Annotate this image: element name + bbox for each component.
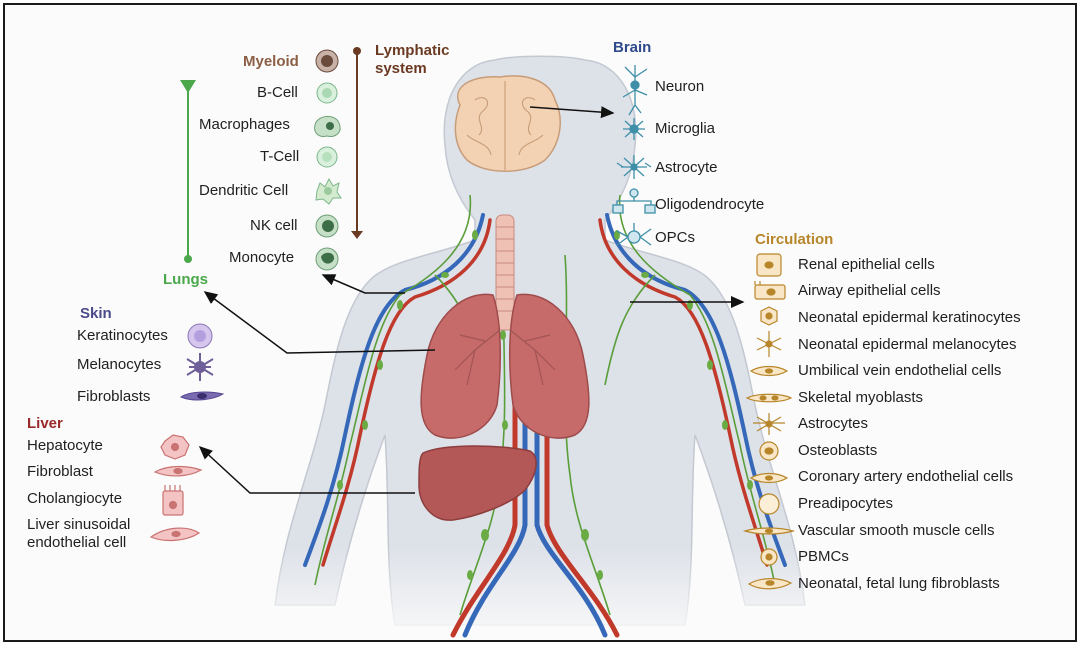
liver-fibroblast-icon bbox=[153, 465, 203, 477]
skin-cell-icons bbox=[179, 323, 225, 401]
lung-fibroblast-icon bbox=[747, 578, 793, 590]
coronary-endothelial-icon bbox=[749, 472, 789, 484]
pbmc-icon bbox=[760, 548, 778, 566]
figure-frame: Myeloid Lymphatic system B-Cell Macropha… bbox=[3, 3, 1077, 642]
renal-epithelial-icon bbox=[756, 253, 782, 277]
circulation-cell-label: Umbilical vein endothelial cells bbox=[798, 362, 1002, 379]
lymph-cell-label: NK cell bbox=[250, 217, 298, 234]
melanocyte-circ-icon bbox=[756, 331, 782, 357]
liver-cell-label: endothelial cell bbox=[27, 534, 127, 551]
vsmc-icon bbox=[742, 527, 796, 535]
melanocyte-icon bbox=[186, 353, 214, 381]
circulation-title: Circulation bbox=[755, 231, 834, 248]
skin-cell-label: Keratinocytes bbox=[77, 327, 168, 344]
airway-epithelial-icon bbox=[754, 281, 786, 300]
preadipocyte-icon bbox=[758, 493, 780, 515]
osteoblast-icon bbox=[759, 441, 779, 461]
circulation-cell-label: Skeletal myoblasts bbox=[798, 389, 924, 406]
circulation-cell-label: Neonatal, fetal lung fibroblasts bbox=[798, 575, 1000, 592]
lungs-organ bbox=[420, 293, 590, 439]
circulation-cell-label: PBMCs bbox=[798, 548, 849, 565]
illustration bbox=[149, 47, 825, 638]
macrophage-cell-icon bbox=[314, 116, 341, 137]
liver-organ bbox=[418, 445, 537, 521]
opcs-icon bbox=[616, 223, 652, 246]
brain-cell-label: Astrocyte bbox=[655, 159, 718, 176]
circulation-cell-label: Coronary artery endothelial cells bbox=[798, 468, 1014, 485]
circulation-cell-label: Osteoblasts bbox=[798, 442, 878, 459]
circulation-cell-label: Astrocytes bbox=[798, 415, 869, 432]
skin-title: Skin bbox=[80, 305, 112, 322]
circulation-cell-label: Neonatal epidermal melanocytes bbox=[798, 336, 1017, 353]
brain-cell-label: Microglia bbox=[655, 120, 716, 137]
lymphatic-bracket bbox=[351, 47, 363, 239]
circulation-cell-label: Renal epithelial cells bbox=[798, 256, 935, 273]
b-cell-icon bbox=[316, 82, 338, 104]
connector-arrows bbox=[198, 106, 745, 494]
circulation-cell-label: Vascular smooth muscle cells bbox=[798, 522, 995, 539]
skin-cell-label: Fibroblasts bbox=[77, 388, 151, 405]
liver-cell-label: Fibroblast bbox=[27, 463, 93, 480]
liver-cell-label: Liver sinusoidal bbox=[27, 516, 131, 533]
cholangiocyte-icon bbox=[162, 485, 184, 516]
lymph-cell-label: Dendritic Cell bbox=[199, 182, 289, 199]
brain-organ bbox=[454, 75, 561, 172]
lymph-cell-label: Macrophages bbox=[199, 116, 290, 133]
lymphatic-title-line1: Lymphatic bbox=[375, 42, 450, 59]
circulation-cell-label: Airway epithelial cells bbox=[798, 282, 941, 299]
brain-title: Brain bbox=[613, 39, 652, 56]
lsec-icon bbox=[149, 527, 201, 542]
circulation-cell-label: Neonatal epidermal keratinocytes bbox=[798, 309, 1021, 326]
lymph-cell-label: B-Cell bbox=[257, 84, 298, 101]
keratinocyte-circ-icon bbox=[760, 306, 778, 326]
astrocyte-brain-icon bbox=[616, 155, 652, 179]
hepatocyte-icon bbox=[160, 434, 190, 460]
liver-cell-label: Hepatocyte bbox=[27, 437, 103, 454]
liver-title: Liver bbox=[27, 415, 63, 432]
blood-vessels bbox=[303, 213, 787, 638]
brain-cell-label: Oligodendrocyte bbox=[655, 196, 765, 213]
astrocytes-circ-icon bbox=[753, 413, 785, 435]
skin-cell-label: Melanocytes bbox=[77, 356, 162, 373]
circulation-cell-icons bbox=[742, 253, 796, 590]
trachea bbox=[495, 214, 515, 331]
lungs-title: Lungs bbox=[163, 271, 208, 288]
myeloid-label: Myeloid bbox=[243, 53, 299, 70]
circulation-cell-label: Preadipocytes bbox=[798, 495, 894, 512]
brain-cell-label: OPCs bbox=[655, 229, 696, 246]
lymph-cell-label: T-Cell bbox=[260, 148, 300, 165]
dendritic-cell-icon bbox=[315, 177, 342, 205]
lymphatic-title-line2: system bbox=[375, 60, 427, 77]
lymphatic-cell-icons bbox=[314, 49, 342, 271]
monocyte-icon bbox=[315, 247, 339, 271]
brain-cell-icons bbox=[612, 65, 656, 246]
lymph-cell-label: Monocyte bbox=[229, 249, 295, 266]
myeloid-cell-icon bbox=[315, 49, 339, 73]
t-cell-icon bbox=[316, 146, 338, 168]
nk-cell-icon bbox=[315, 214, 339, 238]
oligodendrocyte-icon bbox=[612, 188, 656, 214]
keratinocyte-icon bbox=[187, 323, 213, 349]
figure-stage: Myeloid Lymphatic system B-Cell Macropha… bbox=[5, 5, 1075, 640]
huvec-icon bbox=[749, 365, 789, 377]
liver-cell-icons bbox=[149, 434, 203, 542]
lungs-bracket bbox=[180, 80, 196, 263]
brain-cell-label: Neuron bbox=[655, 78, 705, 95]
microglia-icon bbox=[623, 118, 645, 140]
skin-fibroblast-icon bbox=[179, 391, 225, 401]
myoblast-icon bbox=[745, 393, 793, 403]
neuron-icon bbox=[622, 65, 648, 116]
liver-cell-label: Cholangiocyte bbox=[27, 490, 123, 507]
